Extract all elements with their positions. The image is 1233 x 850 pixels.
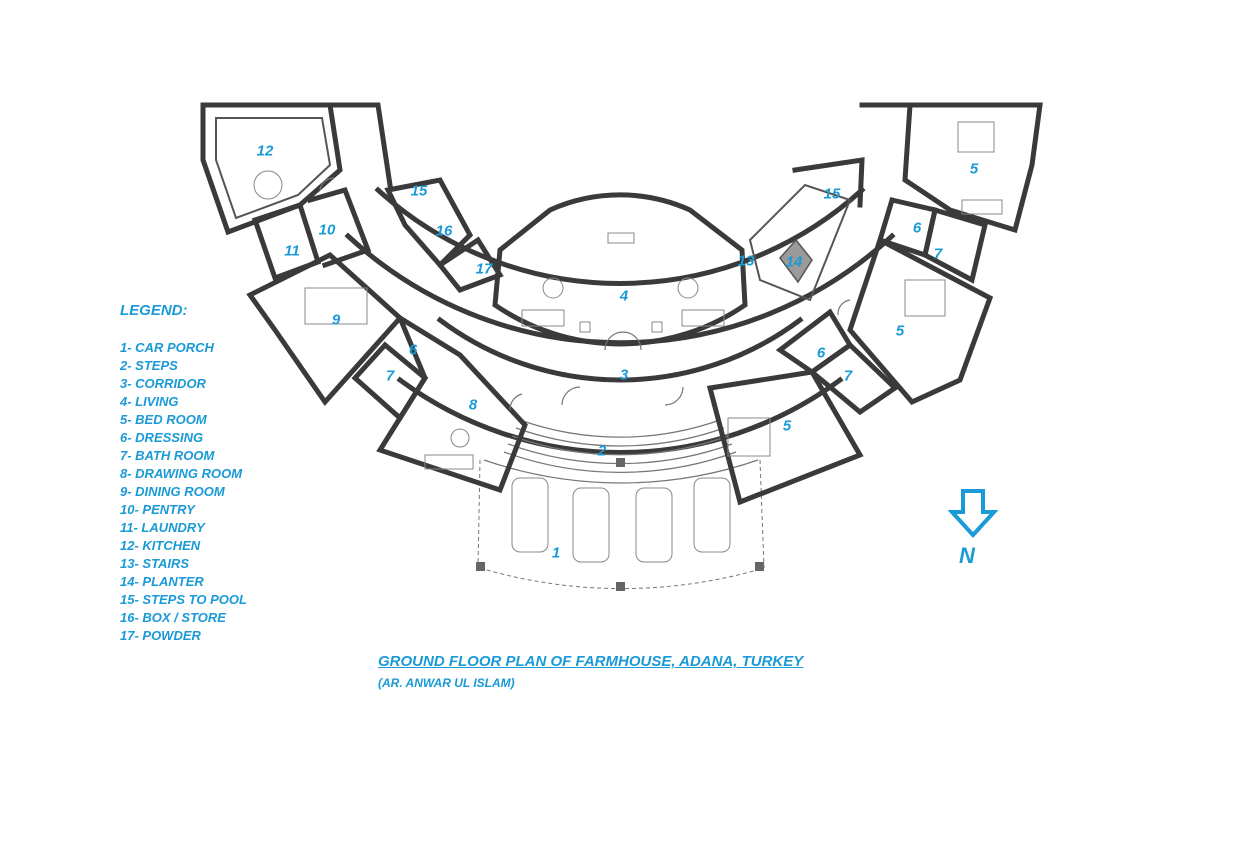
legend-item: 17- POWDER — [120, 628, 201, 643]
room-label-dressing-right-2: 6 — [816, 344, 826, 362]
room-label-powder: 17 — [475, 260, 493, 278]
room-label-corridor: 3 — [619, 366, 629, 384]
plan-subtitle: (AR. ANWAR UL ISLAM) — [378, 676, 515, 690]
room-label-bath-right-2: 7 — [843, 367, 853, 385]
car-porch — [476, 458, 765, 591]
plan-title: GROUND FLOOR PLAN OF FARMHOUSE, ADANA, T… — [378, 653, 804, 670]
room-label-box-store: 16 — [435, 222, 453, 240]
room-label-bath-right-1: 7 — [933, 245, 943, 263]
legend-title: LEGEND: — [120, 302, 188, 319]
legend-item: 15- STEPS TO POOL — [120, 592, 247, 607]
legend-item: 7- BATH ROOM — [120, 448, 215, 463]
legend-item: 3- CORRIDOR — [120, 376, 206, 391]
room-label-bath-left: 7 — [385, 367, 395, 385]
living-room-walls — [492, 192, 748, 347]
room-label-steps: 2 — [597, 442, 607, 460]
room-label-steps-to-pool-left: 15 — [410, 182, 428, 200]
legend-item: 10- PENTRY — [120, 502, 195, 517]
door-swings — [319, 177, 851, 411]
legend-item: 1- CAR PORCH — [120, 340, 214, 355]
room-label-planter: 14 — [785, 253, 803, 271]
left-wing-walls — [200, 102, 404, 407]
legend-item: 4- LIVING — [120, 394, 179, 409]
north-arrow-icon — [948, 489, 998, 538]
room-label-pentry: 10 — [318, 221, 336, 239]
room-label-steps-to-pool-right: 15 — [823, 185, 841, 203]
legend-item: 16- BOX / STORE — [120, 610, 226, 625]
room-label-bedroom-1: 5 — [969, 160, 979, 178]
corridor-walls — [344, 186, 896, 456]
room-label-car-porch: 1 — [551, 544, 561, 562]
room-label-dining-room: 9 — [331, 311, 341, 329]
legend-item: 12- KITCHEN — [120, 538, 201, 553]
legend-item: 13- STAIRS — [120, 556, 190, 571]
room-label-dressing-right-1: 6 — [912, 219, 922, 237]
legend-item: 5- BED ROOM — [120, 412, 207, 427]
room-label-laundry: 11 — [284, 242, 300, 260]
north-label: N — [959, 543, 975, 568]
room-label-bedroom-2: 5 — [895, 322, 905, 340]
legend: LEGEND: 1- CAR PORCH 2- STEPS 3- CORRIDO… — [120, 302, 247, 645]
legend-item: 14- PLANTER — [120, 574, 204, 589]
legend-item: 9- DINING ROOM — [120, 484, 225, 499]
right-wing-walls — [706, 102, 1043, 506]
room-label-bedroom-3: 5 — [782, 417, 792, 435]
room-label-dressing-left: 6 — [408, 341, 418, 359]
room-label-stairs: 13 — [737, 252, 755, 270]
room-label-drawing-room: 8 — [468, 396, 478, 414]
room-label-kitchen: 12 — [256, 142, 274, 160]
front-steps — [503, 419, 737, 474]
legend-item: 2- STEPS — [120, 358, 178, 373]
legend-item: 6- DRESSING — [120, 430, 204, 445]
left-inner-walls — [351, 177, 528, 494]
room-label-living: 4 — [619, 287, 629, 305]
legend-item: 11- LAUNDRY — [120, 520, 205, 535]
legend-item: 8- DRAWING ROOM — [120, 466, 243, 481]
